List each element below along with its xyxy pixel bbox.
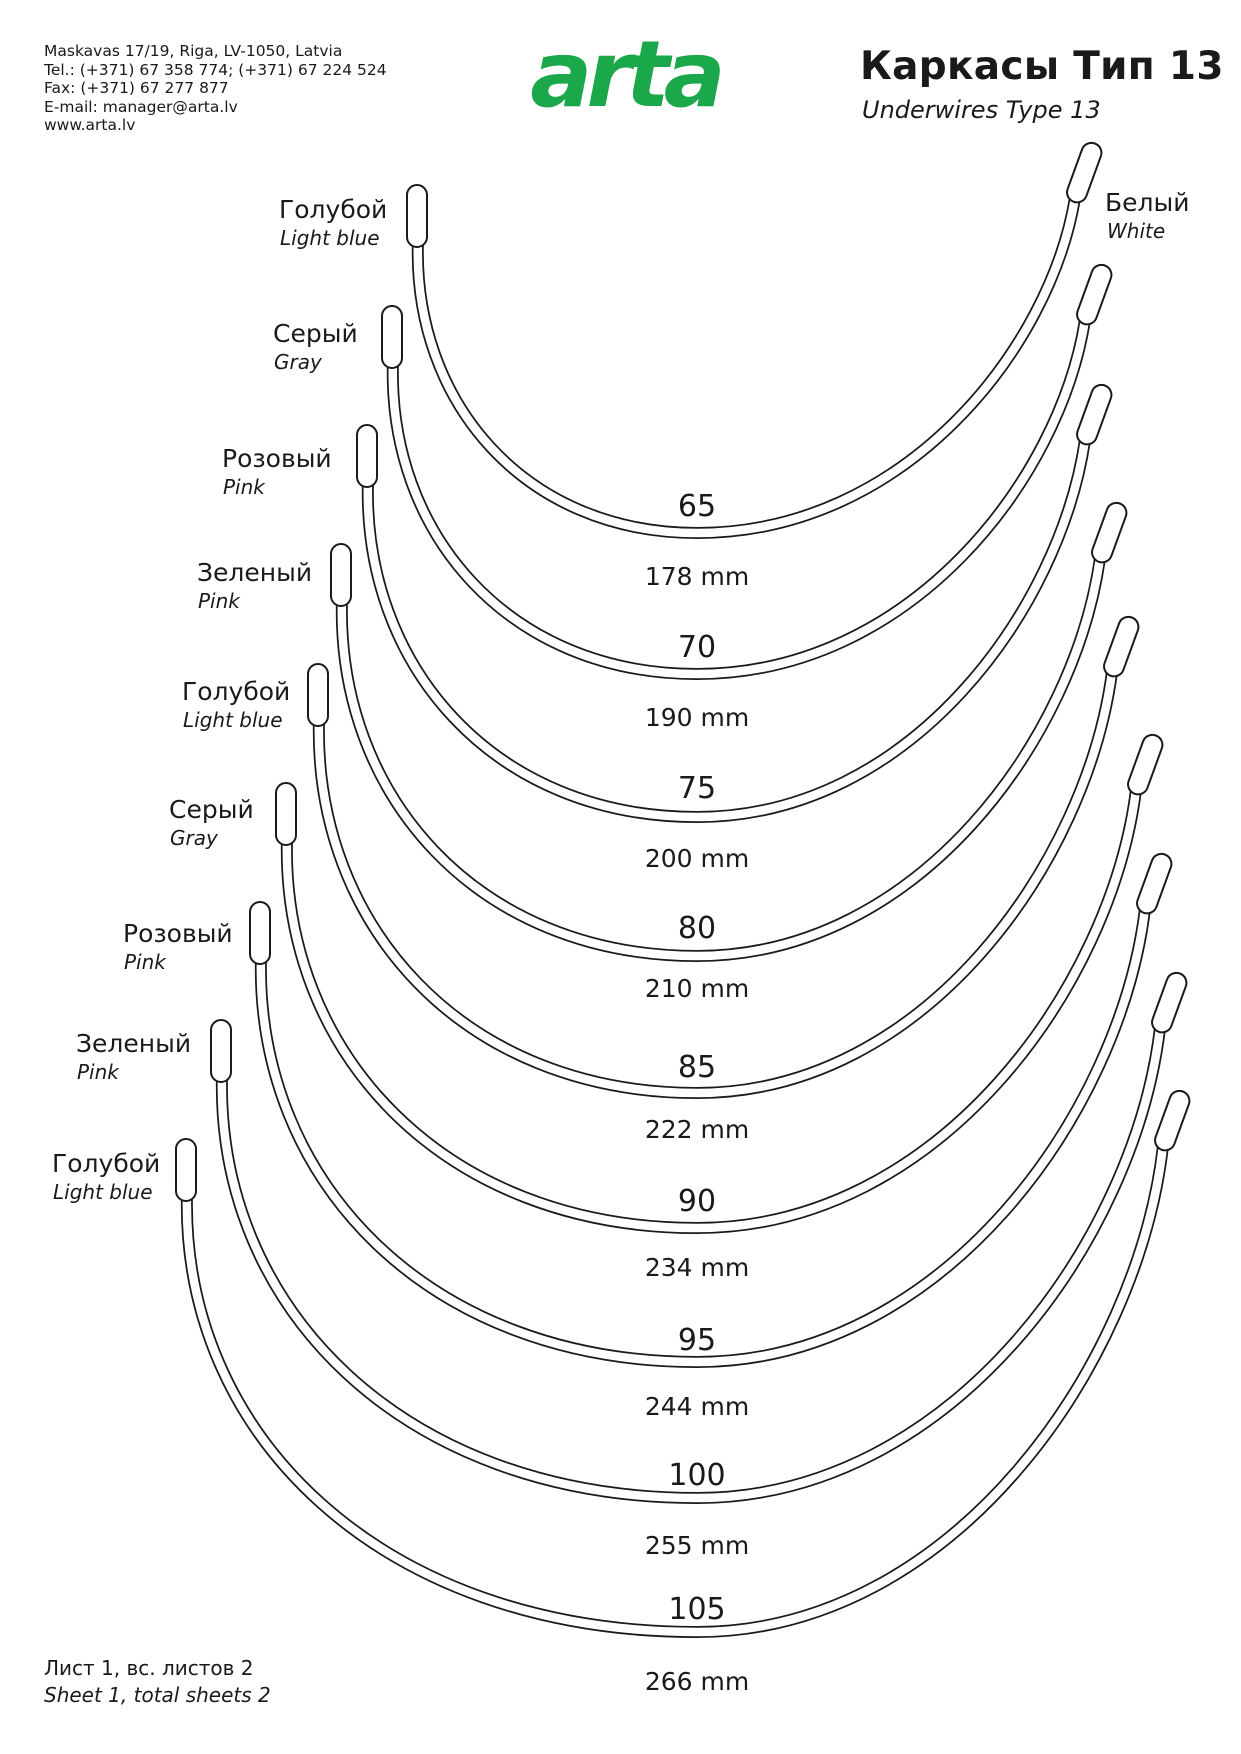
wire-length-label: 266 mm	[645, 1667, 749, 1696]
white-label: Белый	[1105, 188, 1190, 217]
wire-size-label: 80	[678, 911, 716, 946]
wire-tip-left	[406, 184, 428, 248]
wire-tip-right	[1103, 615, 1140, 678]
sheet-info: Лист 1, вс. листов 2 Sheet 1, total shee…	[44, 1655, 271, 1709]
wire-length-label: 234 mm	[645, 1253, 749, 1282]
wire-length-label: 244 mm	[645, 1392, 749, 1421]
wire-color-label: Зеленый	[197, 558, 312, 587]
wire-length-label: 190 mm	[645, 703, 749, 732]
wire-color-label-en: Pink	[77, 1060, 120, 1084]
wire-color-label-en: Gray	[170, 826, 219, 850]
wire-length-label: 222 mm	[645, 1115, 749, 1144]
wire-tip-right	[1066, 141, 1103, 204]
contact-address: Maskavas 17/19, Riga, LV-1050, Latvia	[44, 42, 343, 60]
wire-tip-left	[249, 901, 271, 965]
wire-length-label: 255 mm	[645, 1531, 749, 1560]
arta-logo: arta	[530, 28, 726, 124]
wire-color-label: Зеленый	[76, 1029, 191, 1058]
wire-size-label: 65	[678, 489, 716, 524]
wire-color-label-en: Pink	[223, 475, 266, 499]
wire-tip-left	[307, 663, 329, 727]
wire-tip-right	[1154, 1089, 1191, 1152]
contact-phone: Tel.: (+371) 67 358 774; (+371) 67 224 5…	[44, 60, 387, 79]
wire-color-label: Розовый	[123, 919, 233, 948]
sheet-info-ru: Лист 1, вс. листов 2	[44, 1656, 254, 1680]
logo-wordmark: arta	[530, 28, 720, 124]
wire-color-label-en: Pink	[124, 950, 167, 974]
wire-length-label: 210 mm	[645, 974, 749, 1003]
wire-color-label: Серый	[169, 795, 254, 824]
wire-tip-left	[356, 424, 378, 488]
wire-size-label: 100	[668, 1458, 725, 1493]
contact-info: Maskavas 17/19, Riga, LV-1050, Latvia Te…	[44, 42, 387, 135]
wire-color-label: Голубой	[182, 677, 290, 706]
wire-color-label-en: Gray	[274, 350, 323, 374]
wire-color-label: Голубой	[52, 1149, 160, 1178]
wire-tip-right	[1136, 852, 1173, 915]
contact-fax: Fax: (+371) 67 277 877	[44, 79, 229, 97]
wire-color-label: Голубой	[279, 195, 387, 224]
wire-tip-right	[1151, 971, 1188, 1034]
wire-color-label-en: Light blue	[280, 226, 380, 250]
wire-size-label: 85	[678, 1050, 716, 1085]
wire-tip-right	[1076, 263, 1113, 326]
wire-tip-right	[1076, 383, 1113, 446]
wire-size-label: 105	[668, 1592, 725, 1627]
wire-tip-left	[275, 782, 297, 846]
page-subtitle: Underwires Type 13	[862, 96, 1101, 124]
wire-color-label-en: Pink	[198, 589, 241, 613]
page-title: Каркасы Тип 13	[860, 44, 1224, 89]
wire-color-label-en: Light blue	[183, 708, 283, 732]
wire-length-label: 178 mm	[645, 562, 749, 591]
wire-tip-left	[175, 1138, 197, 1202]
wire-tip-right	[1127, 733, 1164, 796]
wire-color-label: Серый	[273, 319, 358, 348]
wire-color-label: Розовый	[222, 444, 332, 473]
contact-email: E-mail: manager@arta.lv	[44, 97, 238, 116]
wire-size-label: 90	[678, 1184, 716, 1219]
sheet-info-en: Sheet 1, total sheets 2	[44, 1683, 271, 1707]
wire-color-label-en: Light blue	[53, 1180, 153, 1204]
wire-tip-left	[381, 305, 403, 369]
white-label-en: White	[1107, 219, 1165, 243]
wire-size-label: 70	[678, 630, 716, 665]
wire-tip-left	[210, 1019, 232, 1083]
wire-tip-left	[330, 543, 352, 607]
wire-tip-right	[1091, 501, 1128, 564]
wire-length-label: 200 mm	[645, 844, 749, 873]
wire-size-label: 95	[678, 1323, 716, 1358]
contact-website: www.arta.lv	[44, 116, 136, 134]
wire-size-label: 75	[678, 771, 716, 806]
